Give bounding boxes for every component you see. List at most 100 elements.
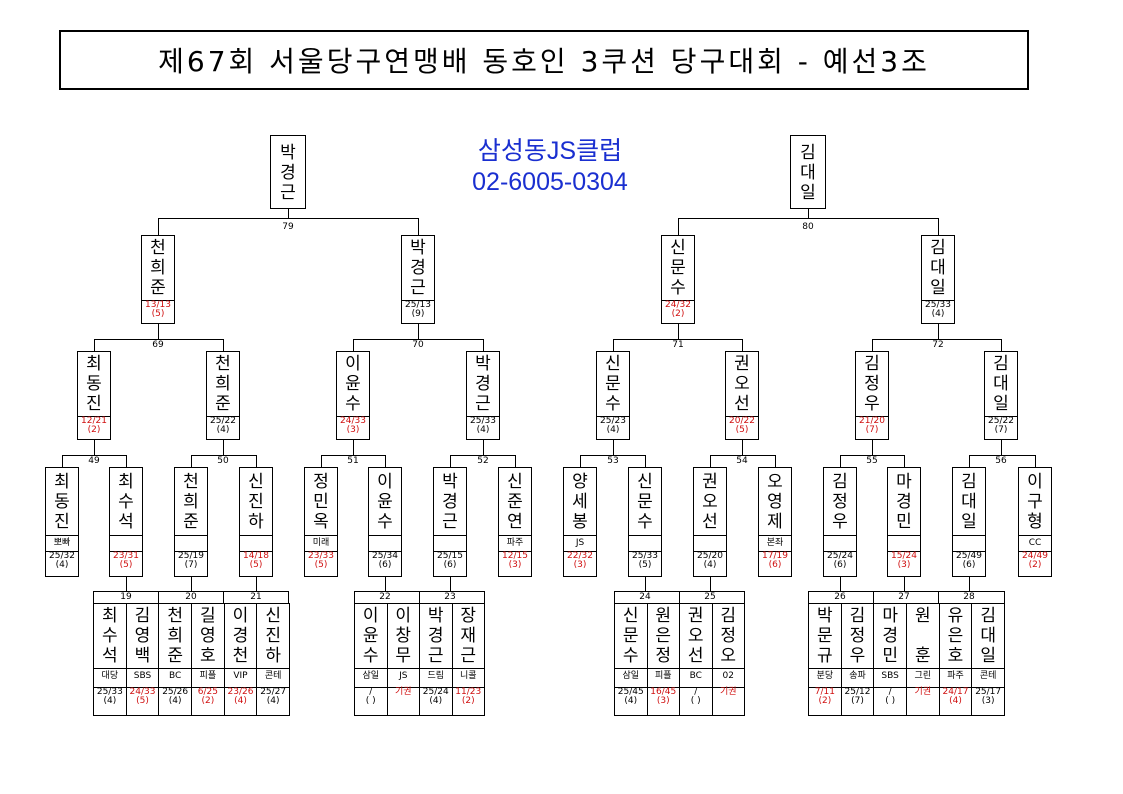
score-text: 25/23 [600,416,626,426]
club-label: SBS [874,668,906,684]
innings-text: (4) [949,696,962,706]
bracket-line [515,455,516,467]
score-box: 23/31(5) [110,551,142,578]
innings-text: (4) [103,696,117,706]
club-label: 콘테 [257,668,289,684]
score-text: 25/17 [975,687,1002,697]
bracket-line [710,455,711,467]
score-box: 기권 [907,687,939,716]
bracket-line [353,339,483,340]
score-text: 24/17 [942,687,969,697]
club-label: 콘테 [972,668,1004,684]
score-text: 25/33 [925,300,951,310]
innings-text: (3) [508,560,522,570]
match-number: 26 [834,592,846,602]
score-text: 25/19 [178,551,204,561]
match-number: 49 [88,456,100,466]
bracket-line [904,455,905,467]
bracket-line [645,577,646,591]
match-number: 25 [704,592,716,602]
innings-text: (6) [378,560,392,570]
bracket-line [191,455,192,467]
club-label: 본좌 [759,535,791,551]
match-number: 70 [412,340,424,350]
club-label: 니콜 [452,668,484,684]
score-text: 25/26 [162,687,189,697]
innings-text: (4) [476,425,490,435]
score-text: 23/33 [308,551,334,561]
bracket-line [969,455,1035,456]
bracket-line [938,218,939,235]
score-text: 11/23 [455,687,482,697]
club-label: 삼일 [355,668,387,684]
score-box: /( ) [355,687,387,716]
bracket-line [418,218,419,235]
club-label: 02 [712,668,744,684]
club-label: JS [387,668,419,684]
bracket-line [126,455,127,467]
round0-match-header [223,591,289,604]
bracket-line [1001,339,1002,351]
match-number: 20 [185,592,197,602]
bracket-line [158,218,419,219]
score-box: 11/23(2) [452,687,484,716]
innings-text: (2) [1028,560,1042,570]
score-text: 24/33 [340,416,366,426]
score-box: 21/20(7) [856,416,888,441]
score-box: 25/17(3) [972,687,1004,716]
score-text: 25/24 [422,687,449,697]
title-box: 제67회 서울당구연맹배 동호인 3쿠션 당구대회 - 예선3조 [59,30,1029,90]
score-box: 기권 [387,687,419,716]
bracket-line [808,209,809,218]
club-label: 피플 [192,668,224,684]
innings-text: (3) [346,425,360,435]
score-box: 23/33(5) [305,551,337,578]
club-label: 드림 [420,668,452,684]
innings-text: (5) [638,560,652,570]
score-text: 23/26 [227,687,254,697]
club-label [369,535,401,536]
bracket-line [580,455,645,456]
score-text: 24/33 [129,687,156,697]
match-number: 28 [963,592,975,602]
score-text: 25/34 [372,551,398,561]
score-text: / [694,687,698,697]
score-text: 24/32 [665,300,691,310]
score-text: 25/15 [437,551,463,561]
bracket-line [840,455,841,467]
club-label: 뽀빠 [46,535,78,551]
score-box: 25/33(4) [94,687,126,716]
innings-text: (2) [201,696,215,706]
score-box: 24/33(5) [126,687,159,716]
innings-text: (4) [624,696,638,706]
score-text: 25/13 [405,300,431,310]
innings-text: (4) [216,425,230,435]
score-text: 12/15 [502,551,528,561]
score-text: 25/33 [632,551,658,561]
score-box: 25/33(4) [467,416,499,441]
